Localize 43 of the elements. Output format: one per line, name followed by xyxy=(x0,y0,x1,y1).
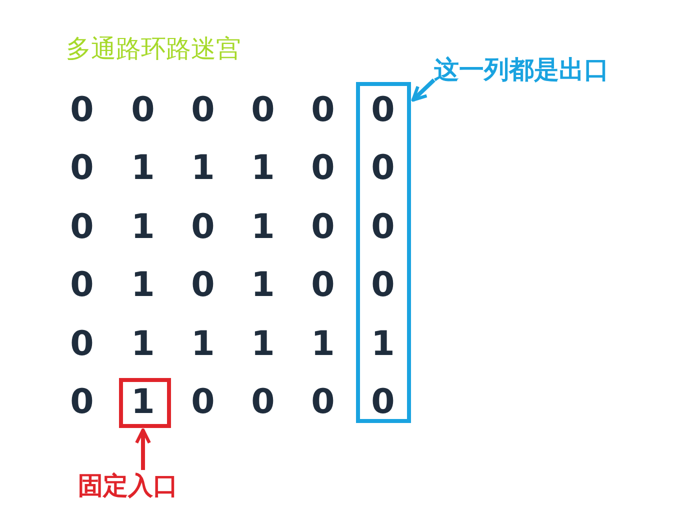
maze-cell-value: 0 xyxy=(190,382,216,422)
exit-column-frame xyxy=(356,82,411,423)
maze-cell-value: 0 xyxy=(310,90,336,130)
maze-cell-value: 0 xyxy=(69,382,95,422)
maze-cell-value: 0 xyxy=(310,148,336,188)
maze-cell-value: 1 xyxy=(130,148,156,188)
maze-cell-value: 1 xyxy=(130,382,156,422)
maze-cell-value: 1 xyxy=(190,148,216,188)
maze-cell-value: 1 xyxy=(130,324,156,364)
maze-cell-value: 1 xyxy=(310,324,336,364)
callout-text: 这一列都是出口 xyxy=(434,54,609,86)
entry-cell-frame xyxy=(119,378,171,428)
maze-cell-value: 1 xyxy=(370,324,396,364)
maze-cell-value: 0 xyxy=(69,148,95,188)
maze-cell-value: 1 xyxy=(250,265,276,305)
maze-cell-value: 0 xyxy=(370,148,396,188)
maze-cell-value: 1 xyxy=(250,324,276,364)
maze-cell-value: 0 xyxy=(310,207,336,247)
maze-cell-value: 1 xyxy=(130,265,156,305)
maze-cell-value: 0 xyxy=(69,324,95,364)
arrow xyxy=(411,78,436,102)
maze-cell-value: 0 xyxy=(250,382,276,422)
maze-cell-value: 0 xyxy=(250,90,276,130)
maze-cell-value: 0 xyxy=(370,90,396,130)
maze-cell-value: 1 xyxy=(130,207,156,247)
maze-cell-value: 0 xyxy=(190,90,216,130)
maze-cell-value: 0 xyxy=(370,382,396,422)
maze-cell-value: 0 xyxy=(69,90,95,130)
maze-cell-value: 0 xyxy=(370,207,396,247)
maze-cell-value: 0 xyxy=(190,265,216,305)
maze-cell-value: 0 xyxy=(370,265,396,305)
maze-cell-value: 1 xyxy=(250,207,276,247)
maze-cell-value: 1 xyxy=(190,324,216,364)
callout-text: 固定入口 xyxy=(78,470,178,502)
maze-cell-value: 0 xyxy=(69,207,95,247)
arrow xyxy=(135,428,151,470)
maze-cell-value: 0 xyxy=(310,265,336,305)
maze-cell-value: 0 xyxy=(130,90,156,130)
maze-cell-value: 0 xyxy=(190,207,216,247)
maze-cell-value: 0 xyxy=(310,382,336,422)
maze-cell-value: 0 xyxy=(69,265,95,305)
title: 多通路环路迷宫 xyxy=(66,33,241,65)
maze-cell-value: 1 xyxy=(250,148,276,188)
